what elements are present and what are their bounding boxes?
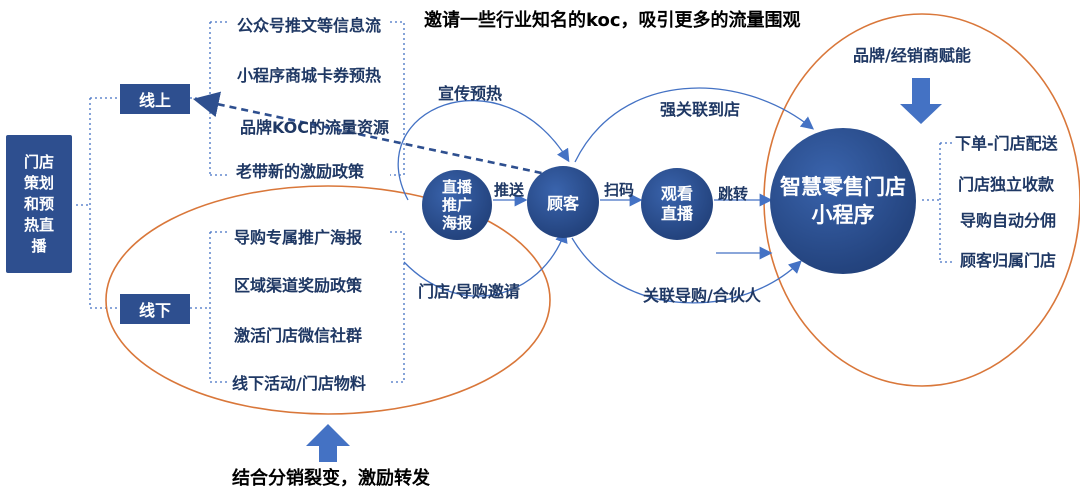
- guide-curve: [571, 237, 802, 304]
- bottom-up-arrow: [306, 424, 350, 462]
- online-item: 小程序商城卡券预热: [236, 66, 381, 85]
- edge-scan: 扫码: [604, 181, 635, 199]
- right-item: 门店独立收款: [958, 175, 1055, 194]
- strong-curve: [574, 87, 815, 163]
- poster-node: 直播推广海报: [422, 170, 492, 240]
- offline-ellipse: [105, 185, 551, 415]
- offline-item: 线下活动/门店物料: [232, 374, 366, 393]
- bottom-title: 结合分销裂变，激励转发: [232, 468, 430, 489]
- watch-label: 观看直播: [660, 184, 693, 223]
- online-item: 老带新的激励政策: [236, 162, 365, 181]
- root-label: 门店策划和预热直播: [23, 152, 54, 255]
- online-item: 公众号推文等信息流: [236, 16, 381, 35]
- offline-item: 激活门店微信社群: [234, 326, 363, 345]
- koc-dashed-arrow: [192, 91, 566, 180]
- online-box: 线上: [120, 84, 190, 114]
- offline-bracket: [190, 231, 405, 383]
- online-bracket: [190, 21, 405, 176]
- right-item: 导购自动分佣: [960, 211, 1057, 230]
- root-box: 门店策划和预热直播: [6, 135, 72, 273]
- edge-invite: 门店/导购邀请: [418, 282, 520, 301]
- edge-strong: 强关联到店: [660, 100, 741, 119]
- promo-curve: [397, 99, 570, 201]
- store-label: 智慧零售门店小程序: [780, 175, 906, 227]
- store-node: 智慧零售门店小程序: [770, 128, 916, 274]
- brand-label: 品牌/经销商赋能: [853, 46, 971, 65]
- edge-guide: 关联导购/合伙人: [643, 286, 761, 305]
- right-item: 顾客归属门店: [960, 251, 1057, 270]
- invite-curve: [403, 229, 568, 297]
- offline-label: 线下: [138, 301, 171, 320]
- customer-node: 顾客: [527, 166, 599, 238]
- online-label: 线上: [138, 91, 171, 110]
- edge-jump: 跳转: [718, 185, 749, 203]
- customer-label: 顾客: [546, 194, 579, 213]
- brand-down-arrow: [900, 78, 942, 124]
- right-bracket: [922, 142, 952, 263]
- top-title: 邀请一些行业知名的koc，吸引更多的流量围观: [424, 10, 801, 31]
- online-item: 品牌KOC的流量资源: [240, 118, 390, 137]
- offline-item: 区域渠道奖励政策: [234, 276, 363, 295]
- offline-item: 导购专属推广海报: [234, 228, 363, 247]
- root-bracket: [76, 97, 120, 309]
- edge-promo: 宣传预热: [438, 84, 503, 103]
- offline-box: 线下: [120, 294, 190, 324]
- poster-label: 直播推广海报: [441, 178, 472, 232]
- right-item: 下单-门店配送: [955, 134, 1058, 153]
- edge-push: 推送: [494, 181, 525, 199]
- watch-node: 观看直播: [641, 168, 713, 240]
